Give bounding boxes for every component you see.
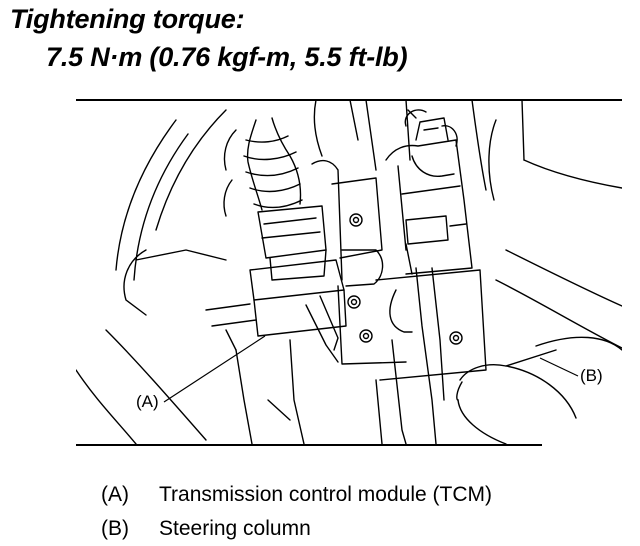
legend-label: Transmission control module (TCM) bbox=[159, 483, 492, 506]
legend: (A) Transmission control module (TCM) (B… bbox=[101, 478, 492, 546]
leader-line-a bbox=[163, 335, 266, 403]
top-rule bbox=[76, 99, 622, 101]
title: Tightening torque: bbox=[10, 4, 245, 34]
legend-label: Steering column bbox=[159, 517, 311, 540]
leader-line-b bbox=[539, 357, 579, 377]
callout-a: (A) bbox=[136, 392, 159, 411]
bottom-rule bbox=[76, 444, 542, 446]
legend-item: (B) Steering column bbox=[101, 512, 492, 546]
legend-key: (A) bbox=[101, 483, 129, 506]
torque-spec: 7.5 N·m (0.76 kgf-m, 5.5 ft-lb) bbox=[46, 42, 408, 72]
callout-b: (B) bbox=[580, 366, 603, 385]
component-illustration bbox=[76, 100, 622, 444]
legend-key: (B) bbox=[101, 517, 129, 540]
legend-item: (A) Transmission control module (TCM) bbox=[101, 478, 492, 512]
